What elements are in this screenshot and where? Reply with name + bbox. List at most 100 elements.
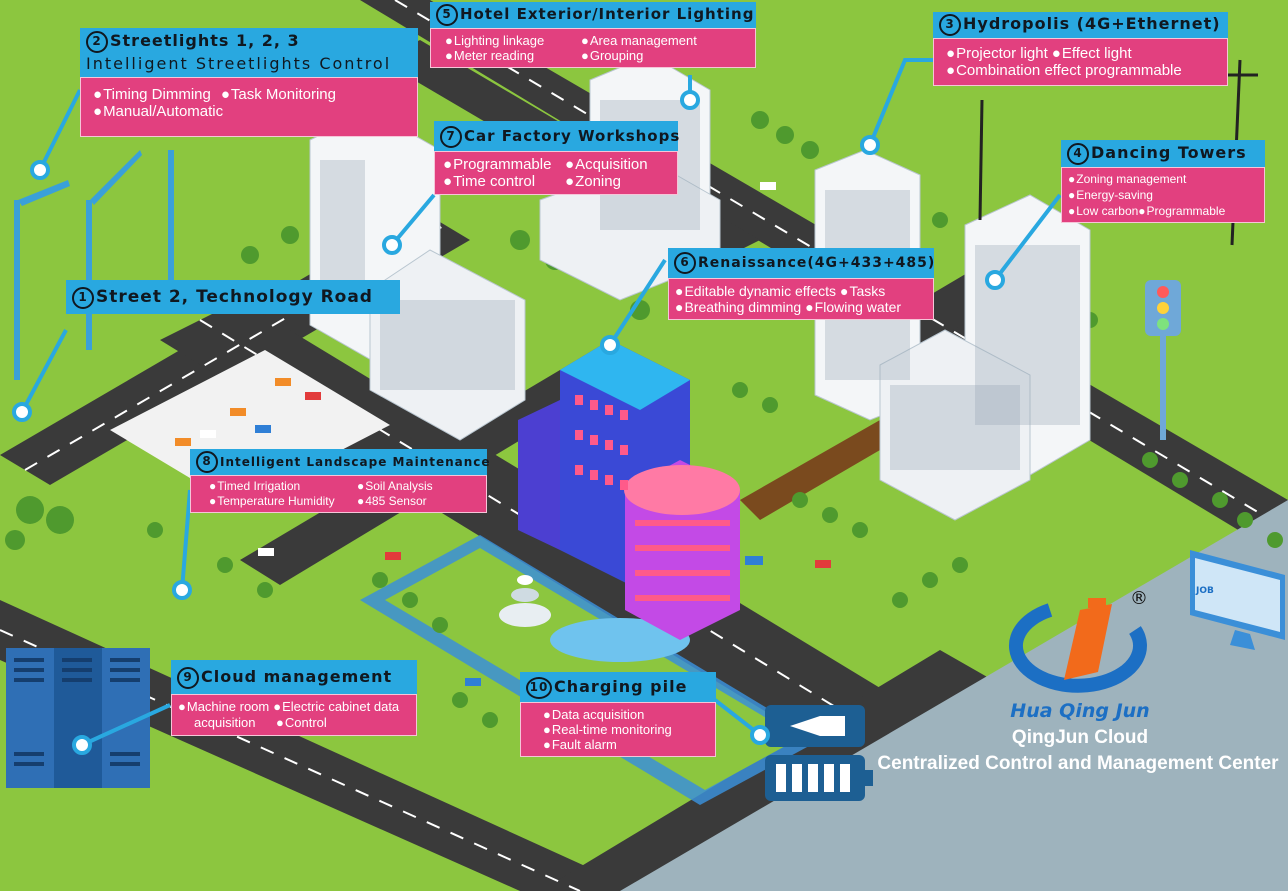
callout-title: Car Factory Workshops <box>464 127 681 145</box>
feature-item: Data acquisition <box>543 707 645 722</box>
callout-body: Lighting linkageArea management Meter re… <box>430 28 756 68</box>
brand-line-1: QingJun Cloud <box>1011 727 1149 748</box>
feature-item: Time control <box>443 173 565 190</box>
callout-body: Timed IrrigationSoil Analysis Temperatur… <box>190 475 487 513</box>
traffic-light <box>1145 280 1181 440</box>
feature-item: Real-time monitoring <box>543 722 672 737</box>
feature-item: Machine room <box>178 699 269 715</box>
callout-title: Renaissance(4G+433+485) <box>698 255 936 271</box>
feature-item: Area management <box>581 33 697 48</box>
callout-title: Charging pile <box>554 677 688 696</box>
callout-title: Intelligent Landscape Maintenance <box>220 455 491 469</box>
hua-qing-jun-logo <box>1009 598 1147 693</box>
callout-body: Machine roomElectric cabinet data acquis… <box>171 694 417 736</box>
callout-number: 4 <box>1067 143 1089 165</box>
feature-item: Projector light <box>946 45 1048 62</box>
callout-number: 5 <box>436 4 458 26</box>
feature-item: Manual/Automatic <box>93 103 223 120</box>
feature-item: Programmable <box>443 156 565 173</box>
callout-number: 1 <box>72 287 94 309</box>
callout-number: 8 <box>196 451 218 473</box>
feature-item: Programmable <box>1138 203 1226 219</box>
callout-number: 6 <box>674 252 696 274</box>
callout-body: Zoning management Energy-saving Low carb… <box>1061 167 1265 223</box>
monitor-icon <box>1190 550 1285 650</box>
feature-item: Meter reading <box>445 48 581 63</box>
callout-number: 9 <box>177 667 199 689</box>
feature-item: Fault alarm <box>543 737 617 752</box>
feature-item: Low carbon <box>1068 203 1138 219</box>
feature-item: Tasks <box>840 283 885 299</box>
callout-number: 2 <box>86 31 108 53</box>
cars <box>175 182 831 686</box>
callout-title: Hotel Exterior/Interior Lighting <box>460 5 755 23</box>
callout-body: ProgrammableAcquisition Time controlZoni… <box>434 151 678 195</box>
feature-item: Temperature Humidity <box>209 494 357 509</box>
callout-body: Data acquisition Real-time monitoring Fa… <box>520 702 716 757</box>
feature-item: Zoning <box>565 173 621 190</box>
callout-title: Hydropolis (4G+Ethernet) <box>963 14 1221 33</box>
callout-body: Projector lightEffect light Combination … <box>933 38 1228 86</box>
fountain <box>499 575 551 627</box>
feature-item: 485 Sensor <box>357 494 426 509</box>
feature-item: Breathing dimming <box>675 299 801 315</box>
feature-item: Combination effect programmable <box>946 62 1182 79</box>
feature-item: Editable dynamic effects <box>675 283 836 299</box>
monitor-label: JOB <box>1196 586 1214 596</box>
callout-title: Cloud management <box>201 667 393 686</box>
feature-item: Effect light <box>1052 45 1132 62</box>
charging-pile-icon <box>765 705 873 801</box>
callout-number: 3 <box>939 14 961 36</box>
feature-item: Grouping <box>581 48 643 63</box>
callout-body: Editable dynamic effectsTasks Breathing … <box>668 278 934 320</box>
feature-item: Timing Dimming <box>93 86 211 103</box>
callout-subtitle: Intelligent Streetlights Control <box>86 54 392 73</box>
pond <box>550 618 690 662</box>
parking-lot <box>110 350 390 505</box>
brand-line-2: Centralized Control and Management Cente… <box>877 753 1279 774</box>
feature-item-continuation: acquisition <box>194 715 256 730</box>
callout-title: Dancing Towers <box>1091 143 1247 162</box>
feature-item: Electric cabinet data <box>273 699 399 715</box>
renaissance-windows <box>575 395 730 601</box>
callout-connectors <box>20 58 1062 747</box>
callout-anchor-dots <box>12 90 1005 755</box>
feature-item: Task Monitoring <box>221 86 336 103</box>
callout-body: Timing Dimming Task Monitoring Manual/Aut… <box>80 77 418 137</box>
feature-item: Acquisition <box>565 156 648 173</box>
street-lights <box>14 150 174 380</box>
feature-item: Control <box>276 715 327 731</box>
registered-mark: ® <box>1130 588 1148 609</box>
feature-item: Lighting linkage <box>445 33 581 48</box>
server-cabinets <box>6 648 150 788</box>
feature-item: Soil Analysis <box>357 479 432 494</box>
feature-item: Energy-saving <box>1068 187 1153 203</box>
feature-item: Zoning management <box>1068 171 1186 187</box>
callout-number: 10 <box>526 677 552 699</box>
callout-title: Street 2, Technology Road <box>96 287 373 307</box>
feature-item: Timed Irrigation <box>209 479 357 494</box>
brand-name: Hua Qing Jun <box>1010 700 1150 722</box>
feature-item: Flowing water <box>805 299 901 315</box>
callout-number: 7 <box>440 126 462 148</box>
